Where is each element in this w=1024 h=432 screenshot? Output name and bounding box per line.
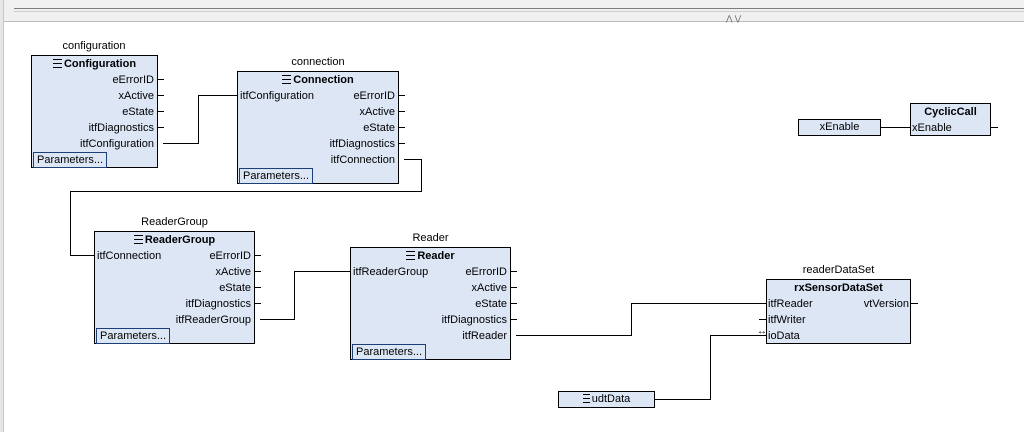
pin-output[interactable]: eErrorID [209,250,251,262]
fb-instance-name-reader: Reader [412,232,449,244]
pin-output[interactable]: eErrorID [353,90,395,102]
editor-separator [0,21,1024,22]
pin-output[interactable]: itfConfiguration [80,138,154,150]
inout-arrow-icon: ↔ [757,326,767,337]
pin-output[interactable]: eState [363,122,395,134]
editor-divider [14,8,1024,9]
fb-type-configuration: Configuration [32,57,157,71]
editor-divider [14,11,1024,12]
parameters-button[interactable]: Parameters... [239,168,313,184]
pin-output[interactable]: itfDiagnostics [329,138,395,150]
wire-readergroup-reader [260,271,350,320]
pin-output[interactable]: eState [475,298,507,310]
pin-output[interactable]: xActive [215,266,251,278]
pin-input[interactable]: itfWriter [768,314,806,326]
pin-output[interactable]: xActive [118,90,154,102]
menu-icon[interactable] [52,58,62,68]
fb-readergroup[interactable]: ReaderGroup itfConnection eErrorID xActi… [94,231,255,344]
fb-type-readergroup: ReaderGroup [95,233,254,247]
parameters-button[interactable]: Parameters... [33,152,107,168]
menu-icon[interactable] [282,74,292,84]
menu-icon[interactable] [133,234,143,244]
fb-connection[interactable]: Connection itfConfiguration eErrorID xAc… [237,71,399,184]
pin-output[interactable]: eState [219,282,251,294]
fb-instance-name-configuration: configuration [62,40,126,52]
pin-output[interactable]: itfDiagnostics [441,314,507,326]
fb-cycliccall[interactable]: CyclicCall xEnable [910,103,991,136]
pin-output[interactable]: itfReader [462,330,507,342]
pin-output[interactable]: eErrorID [465,266,507,278]
pin-output[interactable]: itfDiagnostics [88,122,154,134]
fb-reader[interactable]: Reader itfReaderGroup eErrorID xActive e… [350,247,511,360]
left-scroll-edge[interactable] [0,0,4,432]
pin-input[interactable]: itfReaderGroup [353,266,429,278]
pin-output[interactable]: itfDiagnostics [185,298,251,310]
parameters-button[interactable]: Parameters... [352,344,426,360]
fb-configuration[interactable]: Configuration eErrorID xActive eState it… [31,55,158,168]
pin-input[interactable]: itfReader [768,298,813,310]
fb-type-cycliccall: CyclicCall [924,106,977,118]
fb-type-connection: Connection [238,73,398,87]
menu-icon[interactable] [406,250,416,260]
wire-configuration-connection [163,95,237,144]
wire-udtdata-iodata [655,335,766,400]
pin-output[interactable]: itfConnection [330,154,395,166]
fb-instance-name-readerdataset: readerDataSet [802,264,875,276]
pin-inout[interactable]: ioData [768,330,800,342]
wire-reader-datasetreader [516,303,766,336]
pin-output[interactable]: vtVersion [863,298,909,310]
pin-output[interactable]: xActive [471,282,507,294]
variable-udtdata[interactable]: udtData [558,391,655,408]
fb-instance-name-readergroup: ReaderGroup [141,216,208,228]
wire-connection-readergroup [70,159,422,256]
pin-input[interactable]: itfConfiguration [240,90,314,102]
pin-input[interactable]: itfConnection [97,250,162,262]
pin-input[interactable]: xEnable [912,122,952,134]
variable-xenable[interactable]: xEnable [798,119,881,136]
fb-type-rxsensordataset: rxSensorDataSet [794,282,883,294]
pin-output[interactable]: eState [122,106,154,118]
fb-type-reader: Reader [351,249,510,263]
fb-instance-name-connection: connection [291,56,345,68]
pin-output[interactable]: xActive [359,106,395,118]
pin-output[interactable]: itfReaderGroup [175,314,251,326]
pin-output[interactable]: eErrorID [112,74,154,86]
pane-splitter-handle[interactable]: ⋀⋁ [726,14,744,23]
parameters-button[interactable]: Parameters... [96,328,170,344]
fb-rxsensordataset[interactable]: rxSensorDataSet itfReader itfWriter ioDa… [766,279,911,344]
menu-icon[interactable] [582,393,590,403]
